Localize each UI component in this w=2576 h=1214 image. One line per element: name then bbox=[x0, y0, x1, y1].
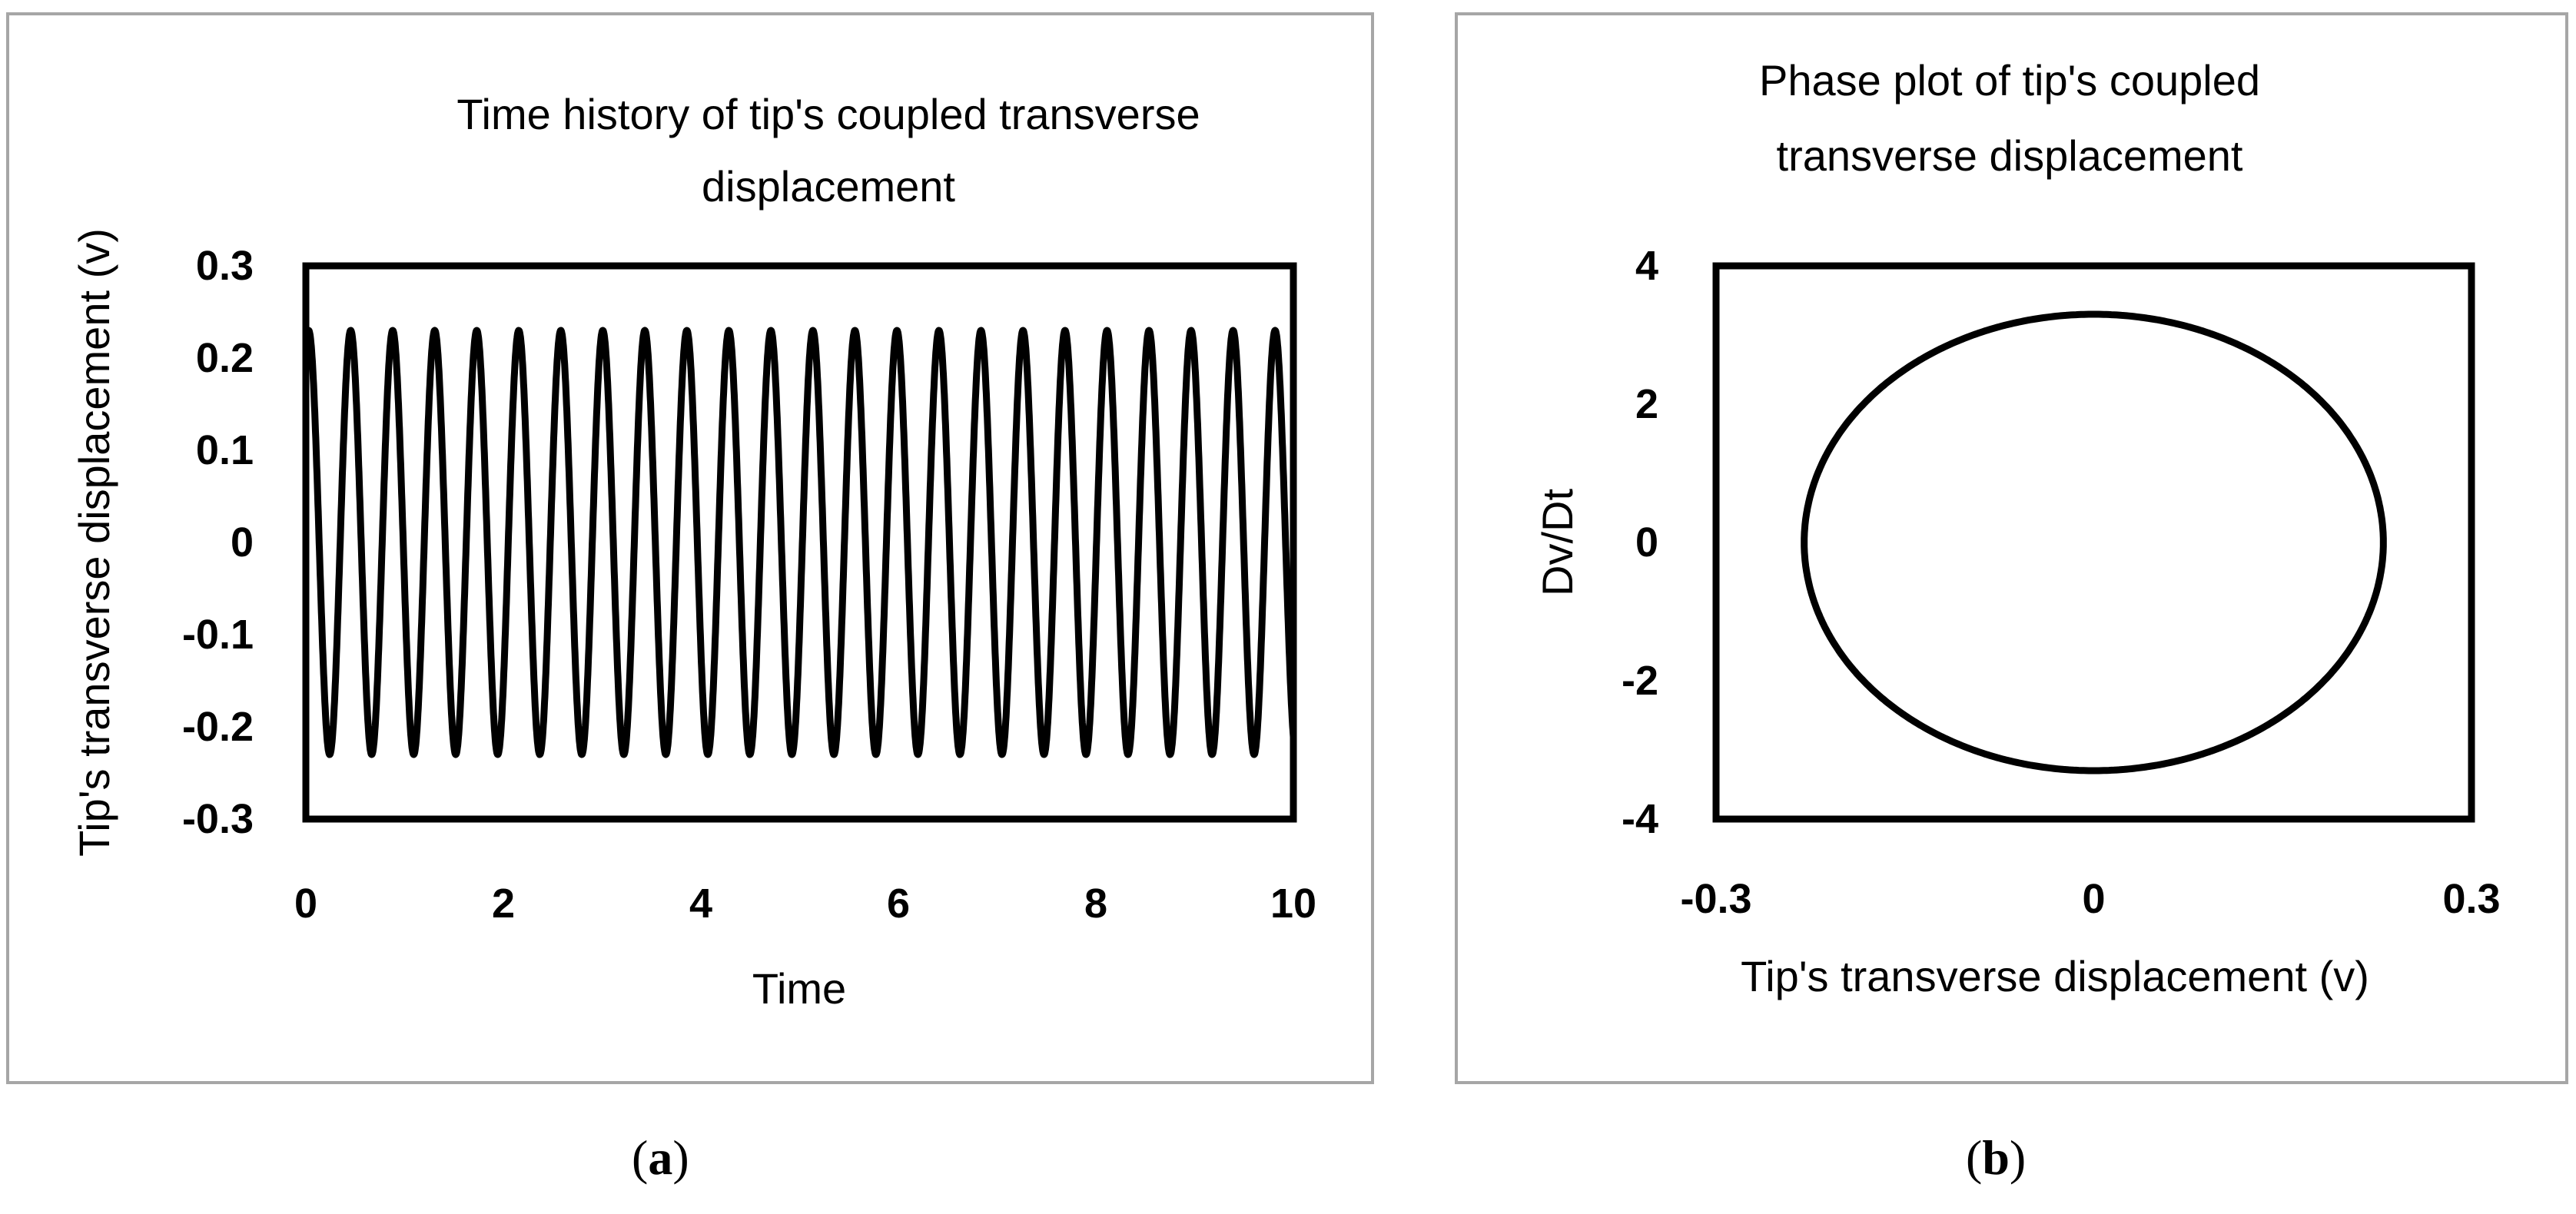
chart-a-title-line-2: displacement bbox=[702, 162, 955, 211]
chart-b-y-tick-label: 4 bbox=[1635, 243, 1658, 289]
caption-a: (a) bbox=[632, 1129, 689, 1186]
chart-b-x-tick-label: 0 bbox=[2082, 876, 2105, 922]
chart-b-y-tick-label: -2 bbox=[1622, 658, 1658, 704]
chart-b-title-line-1: Phase plot of tip's coupled bbox=[1759, 56, 2260, 104]
chart-b-x-tick-label: -0.3 bbox=[1680, 876, 1751, 922]
chart-b-plot-area bbox=[1712, 262, 2475, 823]
caption-b-close: ) bbox=[2009, 1130, 2027, 1185]
chart-a-y-tick-label: 0.3 bbox=[196, 243, 254, 289]
chart-a-y-tick-label: -0.2 bbox=[182, 704, 254, 750]
caption-a-close: ) bbox=[672, 1130, 689, 1185]
chart-a-y-tick-label: 0 bbox=[231, 519, 254, 566]
chart-a-x-tick-label: 0 bbox=[294, 881, 317, 927]
chart-a-x-tick-label: 8 bbox=[1084, 881, 1107, 927]
chart-a-series-line bbox=[302, 327, 1297, 758]
chart-a-y-tick-label: 0.2 bbox=[196, 335, 254, 381]
chart-a-title-line-1: Time history of tip's coupled transverse bbox=[456, 90, 1200, 138]
chart-b-x-axis-label: Tip's transverse displacement (v) bbox=[1741, 952, 2369, 1000]
caption-b-open: ( bbox=[1966, 1130, 1983, 1185]
chart-a-y-tick-label: -0.1 bbox=[182, 612, 254, 658]
chart-a-y-tick-label: -0.3 bbox=[182, 796, 254, 842]
chart-b-x-ticks: -0.3 0 0.3 bbox=[1680, 876, 2500, 922]
chart-b-x-tick-label: 0.3 bbox=[2442, 876, 2500, 922]
chart-a-y-tick-label: 0.1 bbox=[196, 427, 254, 473]
chart-b-series-line bbox=[1801, 310, 2387, 775]
chart-b-y-tick-label: 2 bbox=[1635, 381, 1658, 427]
chart-a-x-tick-label: 2 bbox=[492, 881, 515, 927]
caption-a-open: ( bbox=[632, 1130, 649, 1185]
chart-a-y-axis-label: Tip's transverse displacement (v) bbox=[70, 228, 118, 857]
chart-b-y-tick-label: -4 bbox=[1622, 796, 1658, 842]
chart-b-y-axis-label: Dv/Dt bbox=[1533, 489, 1582, 596]
chart-a-plot-area bbox=[302, 262, 1297, 823]
caption-a-letter: a bbox=[648, 1130, 673, 1185]
chart-a: Time history of tip's coupled transverse… bbox=[70, 90, 1316, 1013]
chart-a-frame bbox=[6, 12, 1374, 1084]
chart-b-title-line-2: transverse displacement bbox=[1777, 131, 2243, 180]
chart-a-x-ticks: 0 2 4 6 8 10 bbox=[294, 881, 1316, 927]
chart-b: Phase plot of tip's coupled transverse d… bbox=[1533, 56, 2501, 1000]
chart-a-x-tick-label: 6 bbox=[887, 881, 910, 927]
caption-b: (b) bbox=[1966, 1129, 2026, 1186]
chart-a-x-tick-label: 4 bbox=[689, 881, 712, 927]
chart-b-y-tick-label: 0 bbox=[1635, 519, 1658, 566]
chart-a-x-tick-label: 10 bbox=[1270, 881, 1316, 927]
chart-a-y-ticks: 0.3 0.2 0.1 0 -0.1 -0.2 -0.3 bbox=[182, 243, 254, 842]
chart-b-y-ticks: 4 2 0 -2 -4 bbox=[1622, 243, 1658, 842]
chart-a-x-axis-label: Time bbox=[752, 964, 846, 1013]
caption-b-letter: b bbox=[1982, 1130, 2010, 1185]
